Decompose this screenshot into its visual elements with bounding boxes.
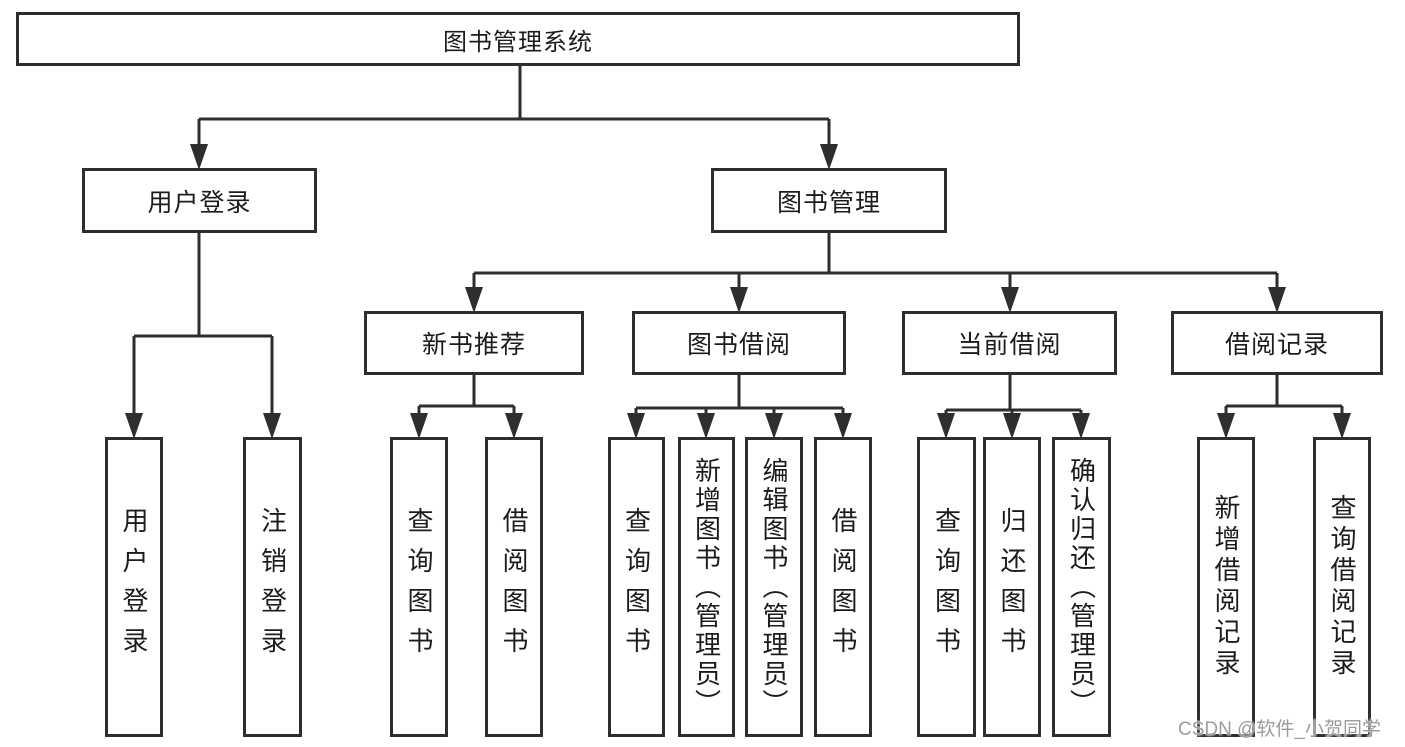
arrowhead-icon [627, 413, 645, 439]
arrowhead-icon [820, 144, 838, 170]
arrowhead-icon [410, 413, 428, 439]
arrowhead-icon [834, 413, 852, 439]
leaf-label: 用户登录 [119, 507, 149, 667]
arrowhead-icon [765, 413, 783, 439]
leaf-borrow-book-recommend: 借阅图书 [485, 437, 543, 737]
node-label: 用户登录 [147, 188, 252, 217]
leaf-label: 确认归还（管理员） [1066, 456, 1097, 718]
leaf-label: 编辑图书（管理员） [759, 456, 789, 718]
arrowhead-icon [1001, 287, 1019, 313]
arrowhead-icon [1333, 413, 1351, 439]
leaf-add-borrow-record: 新增借阅记录 [1197, 437, 1255, 737]
node-label: 图书借阅 [686, 331, 791, 359]
leaf-label: 借阅图书 [828, 507, 858, 667]
node-borrow-records: 借阅记录 [1171, 311, 1383, 375]
leaf-label: 新增借阅记录 [1211, 494, 1241, 680]
arrowhead-icon [730, 287, 748, 313]
node-user-login: 用户登录 [82, 168, 317, 233]
arrowhead-icon [263, 413, 281, 439]
leaf-return-book: 归还图书 [983, 437, 1041, 737]
leaf-label: 查询图书 [404, 507, 434, 667]
leaf-label: 查询借阅记录 [1327, 494, 1357, 680]
leaf-label: 查询图书 [621, 507, 652, 667]
arrowhead-icon [1217, 413, 1235, 439]
leaf-query-borrow-record: 查询借阅记录 [1313, 437, 1371, 737]
leaf-edit-book-admin: 编辑图书（管理员） [745, 437, 803, 737]
node-label: 图书管理系统 [443, 28, 593, 56]
node-label: 当前借阅 [957, 331, 1062, 359]
csdn-watermark: CSDN @软件_小贺同学 [1178, 719, 1381, 740]
arrowhead-icon [1072, 413, 1090, 439]
node-library-system: 图书管理系统 [16, 12, 1020, 66]
arrowhead-icon [505, 413, 523, 439]
leaf-label: 归还图书 [997, 507, 1027, 667]
node-book-management: 图书管理 [711, 168, 947, 233]
node-current-borrow: 当前借阅 [902, 311, 1117, 375]
leaf-query-book-recommend: 查询图书 [390, 437, 448, 737]
leaf-query-book-current: 查询图书 [917, 437, 976, 737]
arrowhead-icon [125, 413, 143, 439]
arrowhead-icon [190, 144, 208, 170]
leaf-logout: 注销登录 [243, 437, 302, 737]
arrowhead-icon [1268, 287, 1286, 313]
leaf-label: 注销登录 [257, 507, 288, 667]
arrowhead-icon [1003, 413, 1021, 439]
leaf-confirm-return-admin: 确认归还（管理员） [1052, 437, 1111, 737]
leaf-borrow-book: 借阅图书 [814, 437, 872, 737]
leaf-label: 借阅图书 [499, 507, 529, 667]
node-new-book-recommend: 新书推荐 [364, 311, 584, 375]
leaf-add-book-admin: 新增图书（管理员） [678, 437, 735, 737]
node-label: 新书推荐 [421, 331, 526, 359]
leaf-query-book-borrow: 查询图书 [608, 437, 665, 737]
arrowhead-icon [697, 413, 715, 439]
leaf-user-login: 用户登录 [105, 437, 163, 737]
arrowhead-icon [465, 287, 483, 313]
node-label: 借阅记录 [1224, 331, 1329, 359]
arrowhead-icon [937, 413, 955, 439]
node-book-borrow: 图书借阅 [632, 311, 846, 375]
node-label: 图书管理 [776, 188, 881, 217]
leaf-label: 新增图书（管理员） [691, 456, 722, 718]
leaf-label: 查询图书 [931, 507, 962, 667]
